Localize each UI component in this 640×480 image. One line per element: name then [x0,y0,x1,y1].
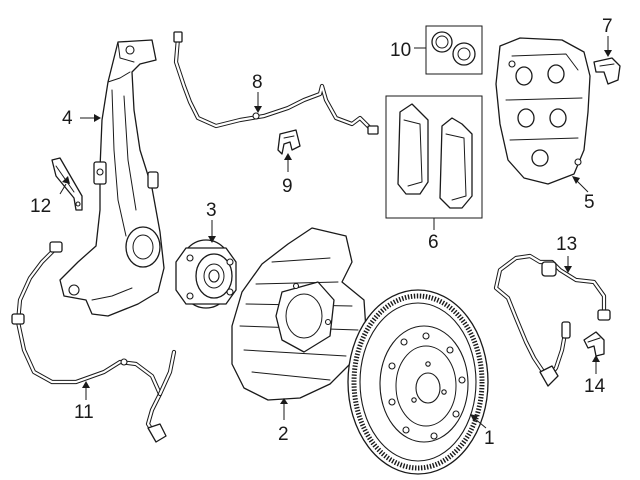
callout-9: 9 [282,176,293,197]
hose-bracket[interactable] [277,129,301,155]
brake-hose[interactable] [173,31,379,135]
callout-2: 2 [278,424,289,445]
callout-10: 10 [390,40,411,61]
callout-11: 11 [74,402,94,423]
knuckle-bracket[interactable] [51,157,83,211]
brake-caliper[interactable] [495,37,591,185]
rotor-bolt-holes [388,332,466,440]
wheel-hub-bearing[interactable] [175,239,237,309]
caliper-clip[interactable] [593,57,621,85]
brake-rotor[interactable] [347,289,489,475]
caliper-seal-kit[interactable] [425,25,483,75]
callout-6: 6 [428,232,439,253]
callout-13: 13 [556,234,577,255]
callout-4: 4 [62,108,73,129]
pad-wear-sensor[interactable] [493,253,611,387]
sensor-clip[interactable] [583,331,605,357]
callout-7: 7 [602,16,613,37]
callout-1: 1 [484,428,495,449]
callout-5: 5 [584,192,595,213]
callout-3: 3 [206,200,217,221]
seal-kit-frame [425,25,483,75]
steering-knuckle[interactable] [59,39,165,317]
callout-8: 8 [252,72,263,93]
splash-shield[interactable] [231,227,367,401]
callout-12: 12 [30,196,51,217]
brake-pad-set[interactable] [385,95,483,219]
abs-wheel-speed-sensor[interactable] [11,241,177,443]
leader-lines [59,36,612,429]
callout-14: 14 [584,376,606,397]
callout-labels: 1 2 3 4 5 6 7 8 9 10 11 12 13 14 [30,16,613,449]
